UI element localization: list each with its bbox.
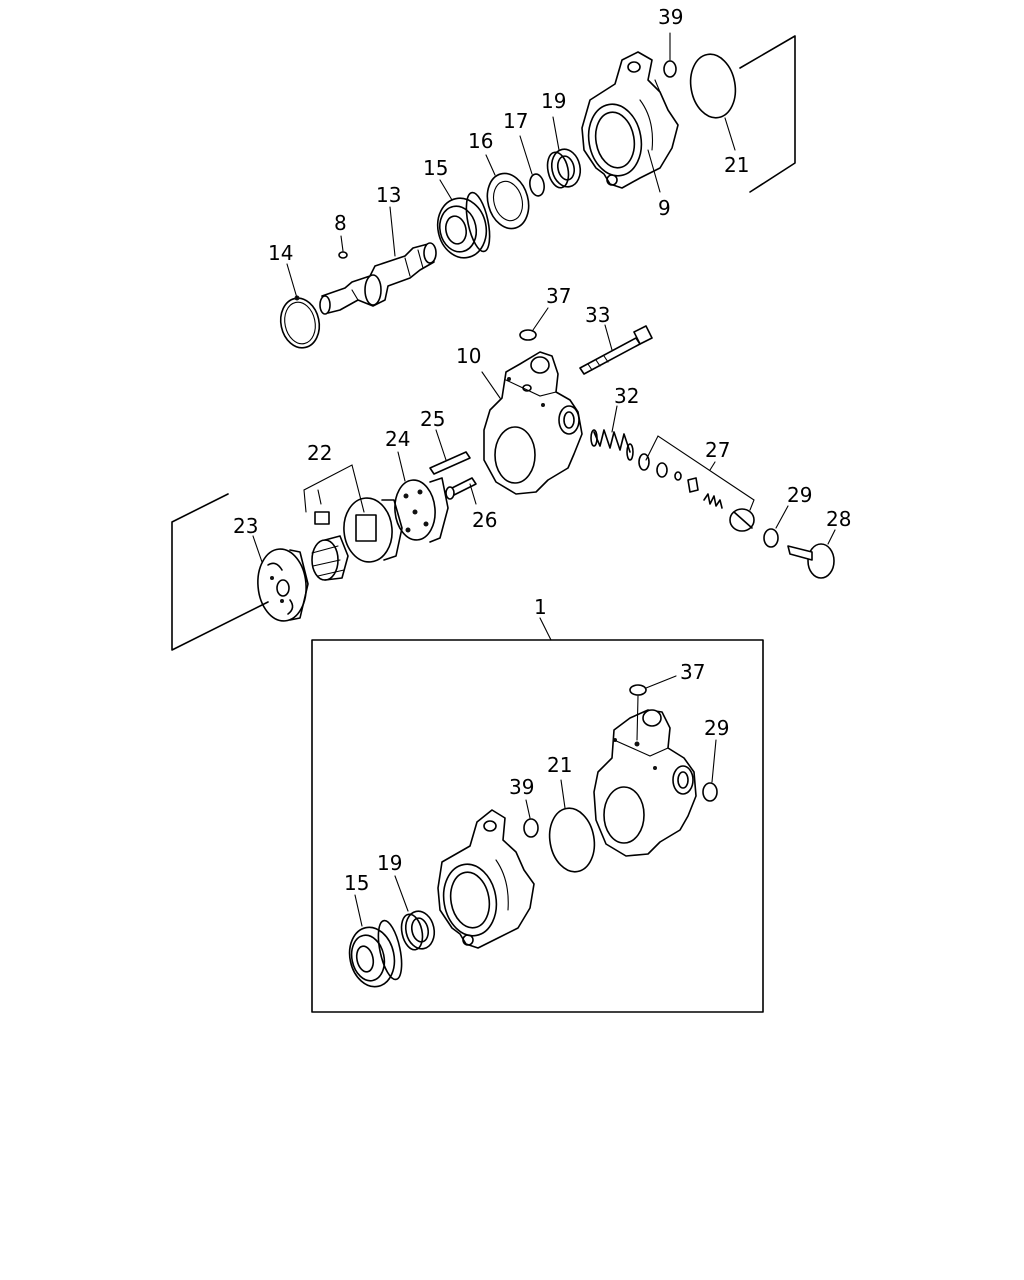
part-17-snap-ring xyxy=(529,173,545,197)
label-23: 23 xyxy=(233,514,258,538)
inset-part-29-oring xyxy=(702,782,718,802)
leader-26 xyxy=(469,483,477,505)
leader-33 xyxy=(604,324,613,351)
inset-frame xyxy=(311,639,764,1013)
leader-9 xyxy=(647,149,661,193)
label-39: 39 xyxy=(658,5,683,29)
label-33: 33 xyxy=(585,303,610,327)
inset-part-39-oring xyxy=(523,818,539,838)
leader-10 xyxy=(481,371,501,399)
inset-leader-29 xyxy=(711,739,717,783)
label-32: 32 xyxy=(614,384,639,408)
label-10: 10 xyxy=(456,344,481,368)
group-bracket-middle xyxy=(171,493,269,651)
label-1: 1 xyxy=(534,595,547,619)
part-32-spring xyxy=(590,429,634,461)
bracket-27 xyxy=(645,435,755,511)
part-22-cam-ring xyxy=(343,497,403,563)
inset-part-37-oring xyxy=(629,684,647,696)
part-21-oring xyxy=(689,53,737,119)
part-33-bolt xyxy=(579,325,653,375)
part-24-plate xyxy=(394,477,449,543)
label-9: 9 xyxy=(658,196,671,220)
inset-leader-19 xyxy=(394,875,409,912)
part-28-plug xyxy=(787,543,835,579)
leader-8 xyxy=(340,235,344,252)
leader-1 xyxy=(539,617,552,641)
part-22-rotor xyxy=(311,535,349,581)
inset-part-10-body xyxy=(593,709,697,857)
label-19: 19 xyxy=(541,89,566,113)
inset-label-15: 15 xyxy=(344,871,369,895)
inset-part-19-seal xyxy=(400,910,436,951)
label-8: 8 xyxy=(334,211,347,235)
label-16: 16 xyxy=(468,129,493,153)
part-19-seal xyxy=(546,148,582,189)
inset-leader-37-shaft xyxy=(636,695,639,741)
part-26-bolt xyxy=(445,477,477,500)
bracket-22 xyxy=(303,464,365,513)
leader-17 xyxy=(519,135,533,175)
leader-23 xyxy=(252,535,263,563)
inset-label-37: 37 xyxy=(680,660,705,684)
part-23-side-plate xyxy=(257,548,309,622)
inset-part-9-housing xyxy=(437,809,535,949)
leader-19 xyxy=(552,116,560,151)
inset-part-21-oring xyxy=(548,807,596,873)
leader-16 xyxy=(485,154,496,176)
inset-leader-39 xyxy=(525,799,531,819)
part-25-pin xyxy=(429,451,471,475)
part-10-body xyxy=(483,351,583,495)
part-39-oring xyxy=(663,60,677,78)
label-28: 28 xyxy=(826,507,851,531)
inset-label-39: 39 xyxy=(509,775,534,799)
label-21: 21 xyxy=(724,153,749,177)
label-15: 15 xyxy=(423,156,448,180)
inset-label-19: 19 xyxy=(377,851,402,875)
inset-label-29: 29 xyxy=(704,716,729,740)
group-bracket-top xyxy=(739,35,796,193)
leader-32 xyxy=(611,405,618,433)
label-37: 37 xyxy=(546,284,571,308)
inset-leader-37 xyxy=(645,675,677,689)
label-25: 25 xyxy=(420,407,445,431)
label-29: 29 xyxy=(787,483,812,507)
label-17: 17 xyxy=(503,109,528,133)
leader-21 xyxy=(724,117,736,151)
label-24: 24 xyxy=(385,427,410,451)
part-37-oring xyxy=(519,329,537,341)
leader-25 xyxy=(435,429,447,461)
leader-37 xyxy=(532,307,549,331)
part-14-snap-ring xyxy=(279,295,321,349)
part-8-key xyxy=(338,251,348,259)
label-22: 22 xyxy=(307,441,332,465)
label-27: 27 xyxy=(705,438,730,462)
label-13: 13 xyxy=(376,183,401,207)
leader-14 xyxy=(286,263,298,299)
leader-13 xyxy=(389,206,396,257)
leader-15 xyxy=(439,179,453,201)
inset-label-21: 21 xyxy=(547,753,572,777)
part-9-housing xyxy=(581,51,679,189)
leader-24 xyxy=(397,451,406,482)
part-13-shaft xyxy=(319,242,437,315)
part-29-oring xyxy=(763,528,779,548)
part-15-bearing xyxy=(436,191,491,259)
part-22-vane xyxy=(314,511,330,525)
label-14: 14 xyxy=(268,241,293,265)
inset-part-15-bearing xyxy=(348,919,403,988)
inset-leader-15 xyxy=(354,894,363,927)
part-16-plate xyxy=(486,172,530,230)
part-27-valve-set xyxy=(638,453,755,532)
leader-29 xyxy=(775,505,789,529)
leader-28 xyxy=(827,529,836,545)
label-26: 26 xyxy=(472,508,497,532)
inset-leader-21 xyxy=(560,779,566,809)
